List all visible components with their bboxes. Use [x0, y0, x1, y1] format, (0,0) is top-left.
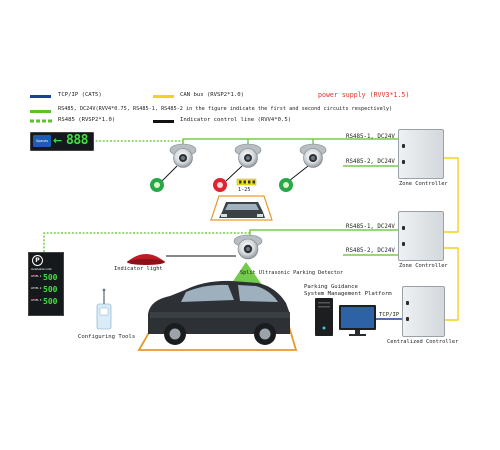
- level-3-count: 500: [43, 297, 58, 306]
- parking-space-top: [210, 195, 273, 221]
- rs485-1-label-mid: RS485-1, DC24V: [346, 224, 395, 230]
- legend-canbus-label: CAN bus (RVSP2*1.0): [180, 92, 244, 98]
- centralized-controller: [402, 286, 445, 337]
- status-light-free-2: [279, 178, 293, 192]
- ultrasonic-sensor-2: [234, 143, 262, 168]
- legend-rs485-dashed-swatch: [30, 119, 52, 123]
- legend-indicator-label: Indicator control line (RVV4*0.5): [180, 117, 292, 123]
- level-2-count: 500: [43, 285, 58, 294]
- legend-tcpip-swatch: [30, 95, 51, 98]
- legend-rs485-dashed-label: RS485 (RVSP2*1.0): [58, 117, 116, 123]
- indicator-light-label: Indicator light: [114, 266, 163, 272]
- rs485-bus-top: [182, 138, 398, 146]
- canbus-1: [443, 157, 459, 233]
- configuring-tool: [96, 288, 112, 330]
- guidance-display-top: Spaces ← 888: [30, 132, 94, 151]
- split-ultrasonic-detector: [233, 234, 263, 260]
- canbus-2: [443, 247, 459, 321]
- indicator-line-2: [225, 165, 243, 182]
- ultrasonic-sensor-3: [299, 143, 327, 168]
- detector-label: Split Ultrasonic Parking Detector: [240, 270, 344, 276]
- zone-controller-1: [398, 129, 444, 179]
- legend-indicator-swatch: [153, 120, 174, 123]
- rs485-dashed-left: [43, 232, 250, 252]
- tcpip-link-label: TCP/IP: [379, 312, 400, 318]
- legend-canbus-swatch: [153, 95, 174, 98]
- level-1-label: LEVEL 1: [31, 275, 42, 278]
- platform-label-line2: System Management Platform: [304, 291, 392, 297]
- arrow-left-icon: ←: [53, 134, 63, 147]
- zone-controller-2: [398, 211, 444, 261]
- monitor: [339, 305, 376, 336]
- parked-car-small: [219, 202, 265, 218]
- ultrasonic-sensor-1: [169, 143, 197, 168]
- available-lots-title: Available Lots: [31, 267, 52, 271]
- sensor-range-label: 1-25: [238, 187, 251, 193]
- level-2-label: LEVEL 2: [31, 287, 42, 290]
- legend-tcpip-label: TCP/IP (CAT5): [58, 92, 102, 98]
- centralized-controller-label: Centralized Controller: [387, 339, 459, 345]
- configuring-tools-label: Configuring Tools: [78, 334, 136, 340]
- legend-rs485-label: RS485, DC24V(RVV4*0.75, RS485-1, RS485-2…: [58, 106, 393, 112]
- indicator-line-1: [161, 165, 178, 182]
- indicator-light: [127, 254, 165, 265]
- parking-p-icon: P: [32, 255, 43, 266]
- status-light-occupied: [213, 178, 227, 192]
- level-1-count: 500: [43, 273, 58, 282]
- rs485-1-label-top: RS485-1, DC24V: [346, 134, 395, 140]
- rs485-2-label-mid: RS485-2, DC24V: [346, 248, 395, 254]
- dip-switch-icon: [236, 178, 257, 186]
- level-3-label: LEVEL 3: [31, 299, 42, 302]
- platform-label-line1: Parking Guidance: [304, 284, 358, 290]
- rs485-2-label-top: RS485-2, DC24V: [346, 159, 395, 165]
- zone-controller-1-label: Zone Controller: [399, 181, 448, 187]
- legend-power-supply: power supply (RVV3*1.5): [318, 91, 410, 99]
- guidance-display-left: P Available Lots LEVEL 1 500 LEVEL 2 500…: [28, 252, 64, 316]
- status-light-free-1: [150, 178, 164, 192]
- spaces-logo: Spaces: [33, 135, 51, 147]
- pc-tower: [315, 298, 333, 336]
- suv-car: [148, 280, 290, 345]
- legend-rs485-swatch: [30, 110, 51, 113]
- zone-controller-2-label: Zone Controller: [399, 263, 448, 269]
- indicator-line-3: [288, 165, 309, 182]
- display-top-count: 888: [66, 133, 88, 148]
